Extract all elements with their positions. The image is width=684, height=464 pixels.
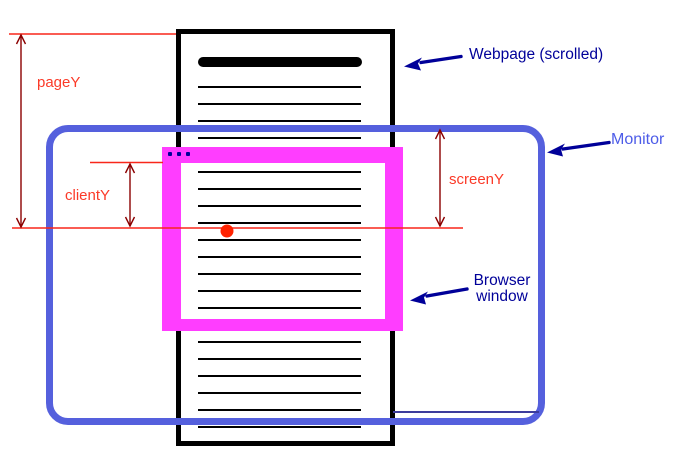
monitor-callout-arrow — [547, 140, 611, 157]
browser-window-callout-label-line1: Browser — [473, 272, 531, 289]
browser-window-frame — [162, 147, 403, 331]
webpage-heading-bar — [198, 57, 362, 67]
window-dot-icon — [168, 152, 172, 156]
webpage-callout-label: Webpage (scrolled) — [469, 46, 604, 63]
webpage-text-lines — [198, 86, 361, 428]
webpage-callout-arrow — [404, 54, 463, 71]
browser-window-callout-label-line2: window — [476, 288, 528, 305]
monitor-inner-shadow-line — [393, 411, 539, 413]
window-dot-icon — [177, 152, 181, 156]
screeny-dimension-arrow — [434, 128, 446, 228]
pagey-dimension-arrow — [15, 33, 27, 229]
browser-window-callout-arrow — [410, 287, 469, 305]
pagey-label: pageY — [37, 74, 81, 91]
window-controls-dots-icon — [168, 152, 190, 156]
window-dot-icon — [186, 152, 190, 156]
browser-window-callout-label: Browser window — [466, 273, 538, 305]
event-point-dot — [220, 224, 234, 238]
monitor-outline — [46, 125, 545, 425]
screeny-label: screenY — [449, 171, 505, 188]
clienty-dimension-arrow — [124, 162, 136, 228]
clienty-label: clientY — [65, 187, 111, 204]
monitor-callout-label: Monitor — [611, 131, 665, 148]
